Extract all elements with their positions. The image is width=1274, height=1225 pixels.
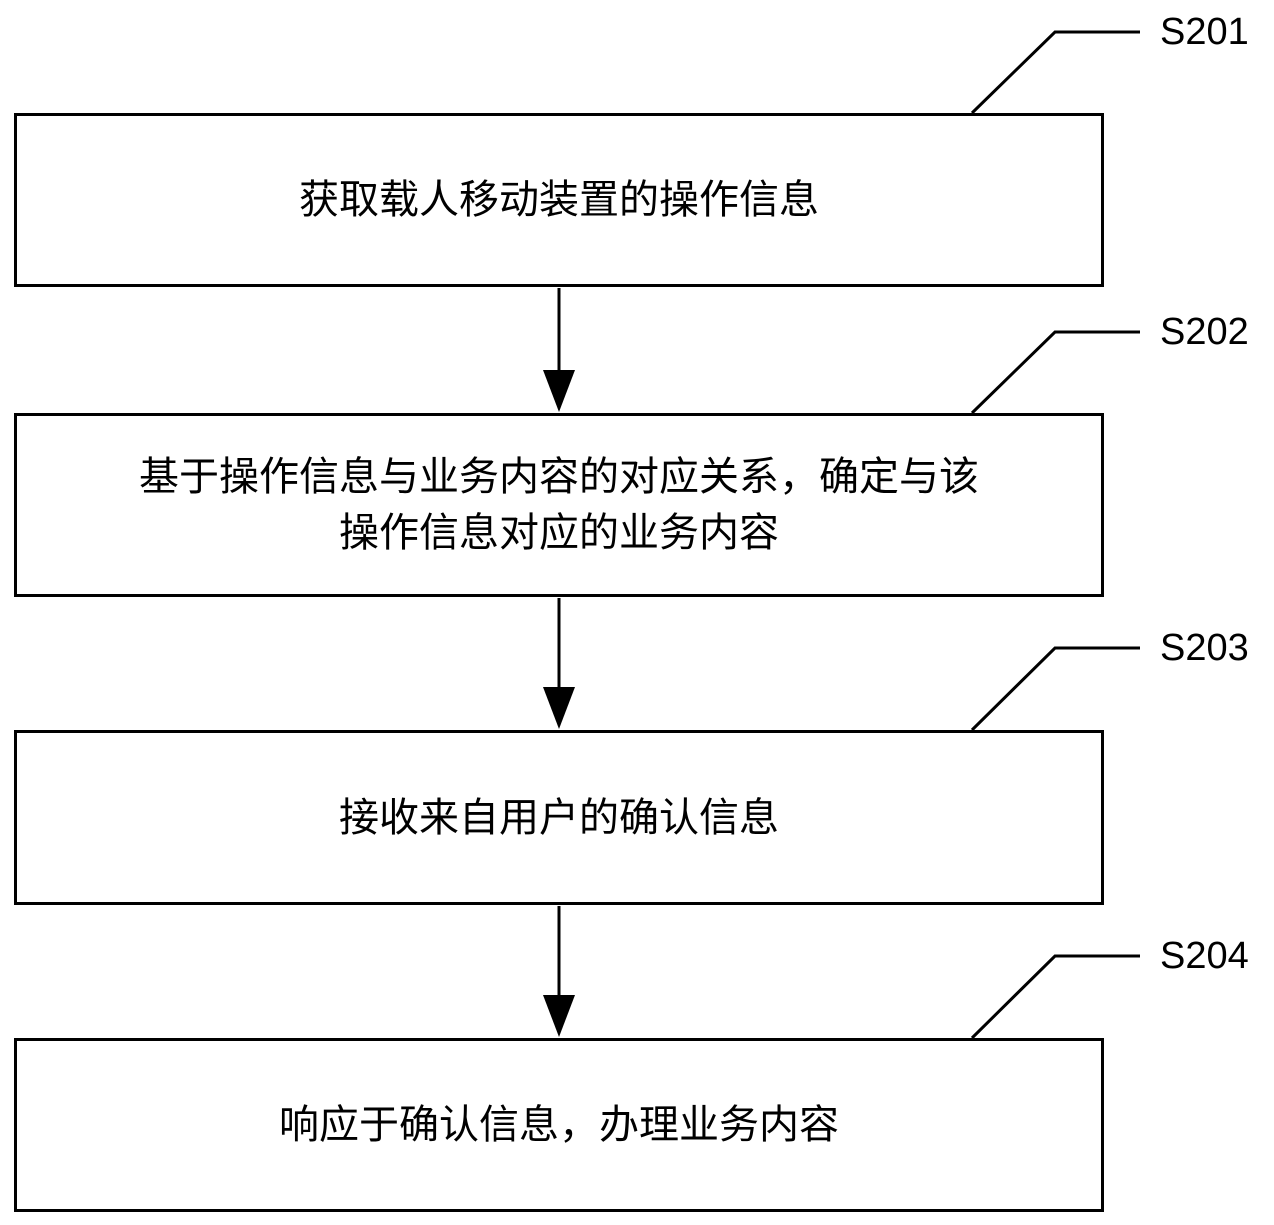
leader-line-s201 bbox=[970, 30, 1140, 115]
leader-line-s203 bbox=[970, 646, 1140, 732]
step-text-s201: 获取载人移动装置的操作信息 bbox=[299, 177, 819, 223]
step-box-s201: 获取载人移动装置的操作信息 bbox=[14, 113, 1104, 287]
step-label-s202: S202 bbox=[1160, 311, 1249, 353]
step-text-s204: 响应于确认信息，办理业务内容 bbox=[279, 1102, 839, 1148]
leader-line-s204 bbox=[970, 954, 1140, 1040]
step-text-s202: 基于操作信息与业务内容的对应关系，确定与该 操作信息对应的业务内容 bbox=[139, 454, 979, 556]
step-box-s202: 基于操作信息与业务内容的对应关系，确定与该 操作信息对应的业务内容 bbox=[14, 413, 1104, 597]
step-text-s203: 接收来自用户的确认信息 bbox=[339, 794, 779, 841]
leader-line-s202 bbox=[970, 330, 1140, 415]
step-label-s204: S204 bbox=[1160, 935, 1249, 977]
step-box-s203: 接收来自用户的确认信息 bbox=[14, 730, 1104, 905]
arrow-s201-to-s202 bbox=[543, 288, 575, 412]
step-label-s203: S203 bbox=[1160, 627, 1249, 669]
step-label-s201: S201 bbox=[1160, 11, 1249, 53]
step-box-s204: 响应于确认信息，办理业务内容 bbox=[14, 1038, 1104, 1212]
arrow-s202-to-s203 bbox=[543, 598, 575, 729]
arrow-s203-to-s204 bbox=[543, 906, 575, 1037]
